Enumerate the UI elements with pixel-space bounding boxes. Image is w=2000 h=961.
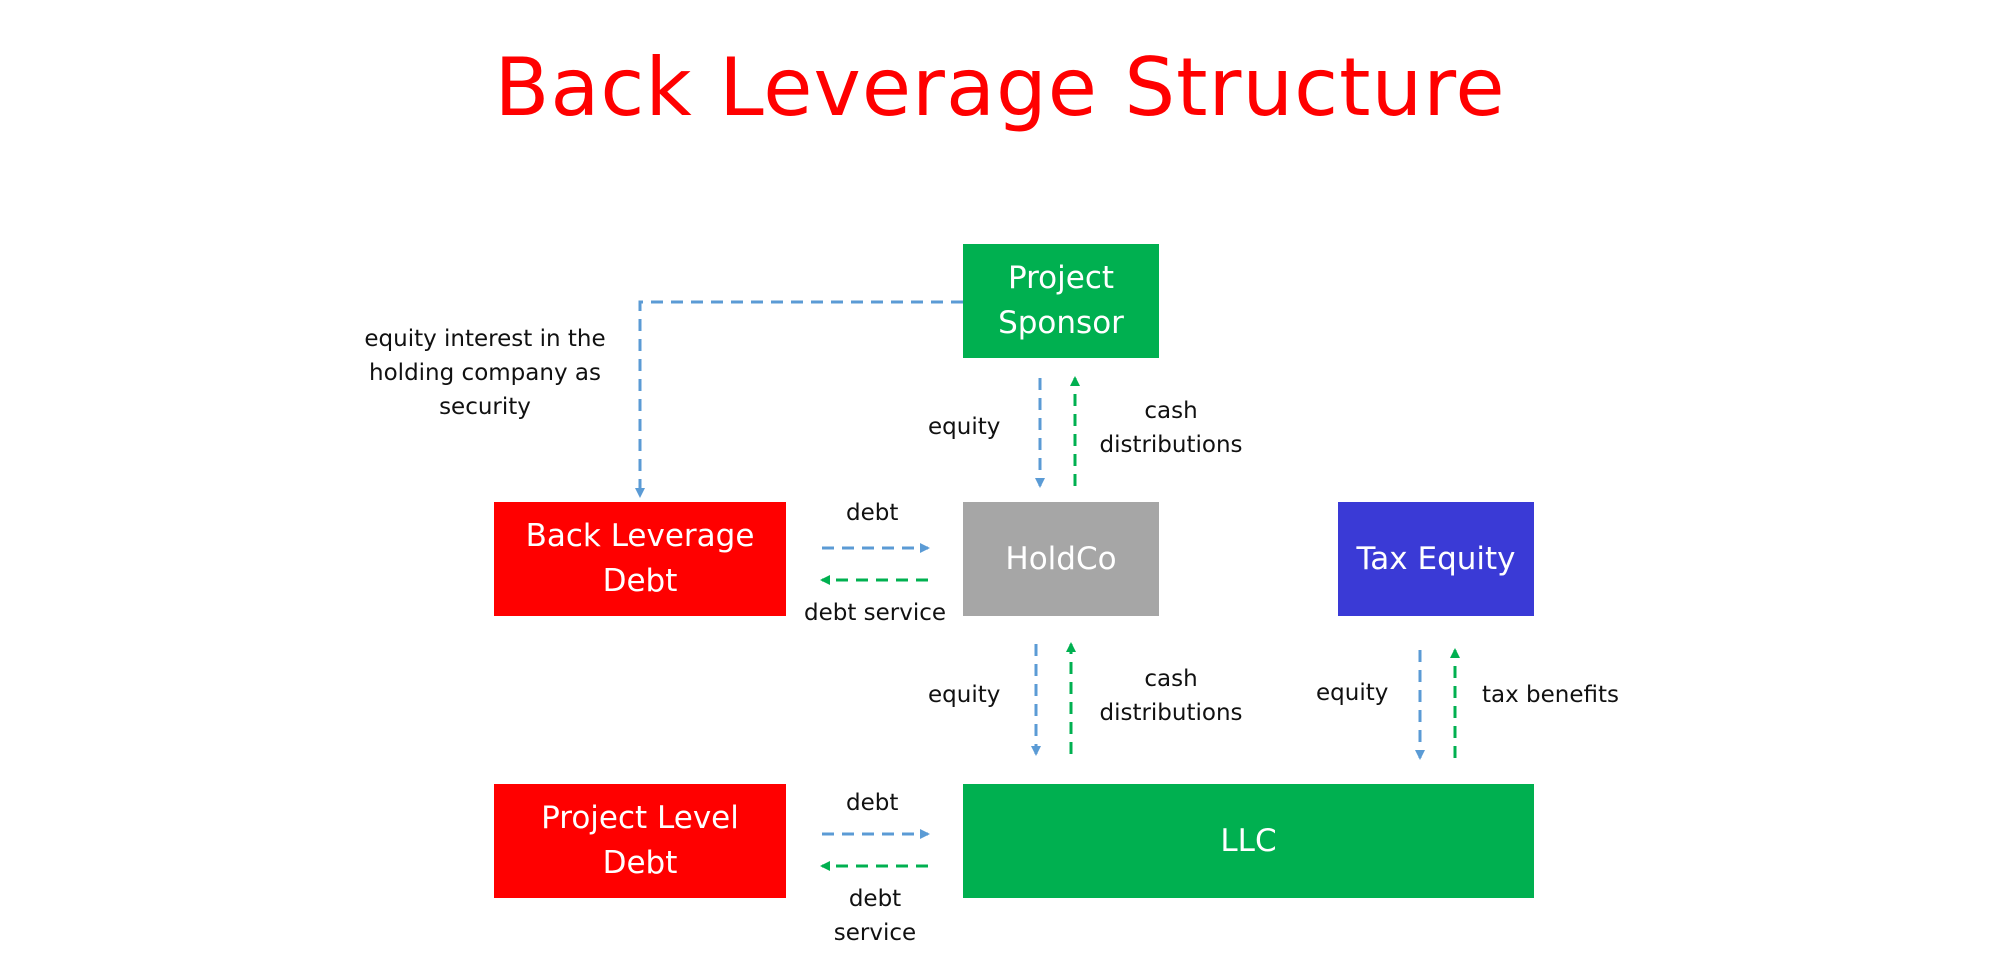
- sponsor-equity-label: equity: [928, 414, 1001, 440]
- holdco-box: HoldCo: [963, 502, 1159, 616]
- security-arrow: [635, 300, 963, 498]
- sponsor-cash-label: cash distributions: [1099, 398, 1243, 458]
- project-level-debt-label: Project Level Debt: [541, 800, 739, 881]
- project-level-debt-box: Project Level Debt: [494, 784, 786, 898]
- tax-equity-label: Tax Equity: [1356, 540, 1516, 577]
- back-debt-service-label: debt service: [804, 600, 947, 626]
- project-debt-service-label: debt service: [833, 886, 917, 946]
- page-title: Back Leverage Structure: [494, 41, 1506, 134]
- back-debt-label: debt: [846, 500, 899, 526]
- equity-interest-label: equity interest in the holding company a…: [364, 326, 606, 420]
- llc-label: LLC: [1220, 822, 1277, 859]
- holdco-equity-label: equity: [928, 682, 1001, 708]
- project-sponsor-box: Project Sponsor: [963, 244, 1159, 358]
- llc-box: LLC: [963, 784, 1534, 898]
- project-debt-label: debt: [846, 790, 899, 816]
- tax-equity-equity-label: equity: [1316, 680, 1389, 706]
- holdco-label: HoldCo: [1005, 540, 1117, 577]
- back-leverage-debt-label: Back Leverage Debt: [525, 518, 755, 599]
- tax-benefits-label: tax benefits: [1482, 682, 1620, 708]
- back-leverage-debt-box: Back Leverage Debt: [494, 502, 786, 616]
- project-sponsor-label: Project Sponsor: [998, 260, 1124, 341]
- tax-equity-box: Tax Equity: [1338, 502, 1534, 616]
- holdco-cash-label: cash distributions: [1099, 666, 1243, 726]
